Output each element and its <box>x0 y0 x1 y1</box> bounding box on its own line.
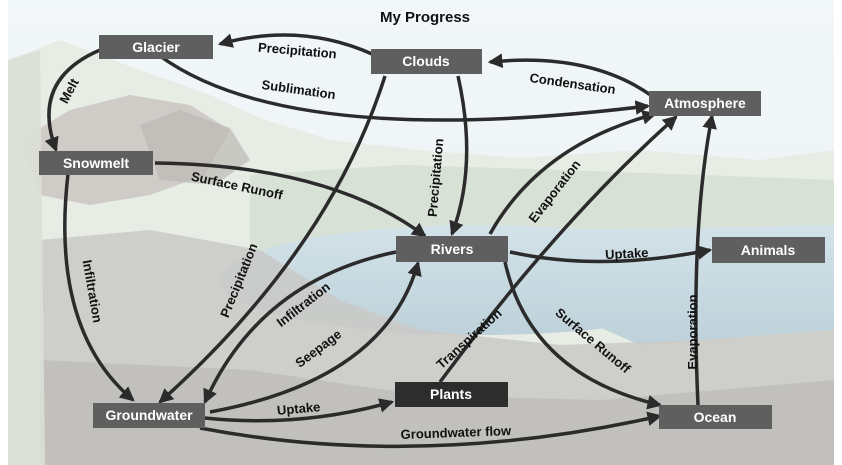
node-ocean-label: Ocean <box>694 409 737 425</box>
edge-groundwater-ocean <box>199 411 663 449</box>
node-glacier-label: Glacier <box>132 39 180 55</box>
node-animals-label: Animals <box>741 242 796 258</box>
edge-groundwater-rivers <box>209 260 422 414</box>
nodes: Glacier Clouds Atmosphere Snowmelt River… <box>39 35 825 429</box>
node-clouds-label: Clouds <box>402 53 450 69</box>
label-groundwater-ocean: Groundwater flow <box>400 423 512 442</box>
edge-glacier-snowmelt <box>44 48 101 153</box>
edge-plants-atmosphere <box>438 115 678 384</box>
node-plants: Plants <box>395 382 508 407</box>
node-rivers-label: Rivers <box>431 241 474 257</box>
label-clouds-rivers: Precipitation <box>425 138 447 218</box>
edge-rivers-ocean <box>503 261 663 410</box>
edge-rivers-atmosphere <box>488 110 658 235</box>
node-snowmelt-label: Snowmelt <box>63 155 129 171</box>
edge-snowmelt-groundwater <box>63 173 135 402</box>
node-ocean: Ocean <box>659 405 772 429</box>
edge-clouds-groundwater <box>158 75 387 404</box>
node-groundwater-label: Groundwater <box>105 407 193 423</box>
edges <box>44 33 717 449</box>
node-clouds: Clouds <box>371 49 482 74</box>
node-snowmelt: Snowmelt <box>39 151 153 175</box>
edge-rivers-animals <box>509 245 713 264</box>
edge-clouds-rivers <box>449 75 469 237</box>
node-animals: Animals <box>712 237 825 263</box>
edge-glacier-atmosphere <box>158 54 651 122</box>
label-rivers-animals: Uptake <box>605 245 649 262</box>
diagram-title: My Progress <box>380 9 470 26</box>
node-plants-label: Plants <box>430 386 472 402</box>
edge-rivers-groundwater <box>203 250 397 405</box>
edge-atmosphere-clouds <box>487 53 654 98</box>
node-atmosphere-label: Atmosphere <box>664 95 746 111</box>
node-rivers: Rivers <box>396 236 508 262</box>
edge-clouds-glacier <box>217 33 373 56</box>
node-groundwater: Groundwater <box>93 403 205 428</box>
node-glacier: Glacier <box>99 35 213 59</box>
edge-snowmelt-rivers <box>154 161 427 238</box>
node-atmosphere: Atmosphere <box>649 91 761 116</box>
edge-groundwater-plants <box>204 398 395 423</box>
label-ocean-atmosphere: Evaporation <box>685 294 700 369</box>
edge-ocean-atmosphere <box>694 113 717 406</box>
label-clouds-glacier: Precipitation <box>258 40 338 62</box>
label-groundwater-plants: Uptake <box>276 399 321 418</box>
